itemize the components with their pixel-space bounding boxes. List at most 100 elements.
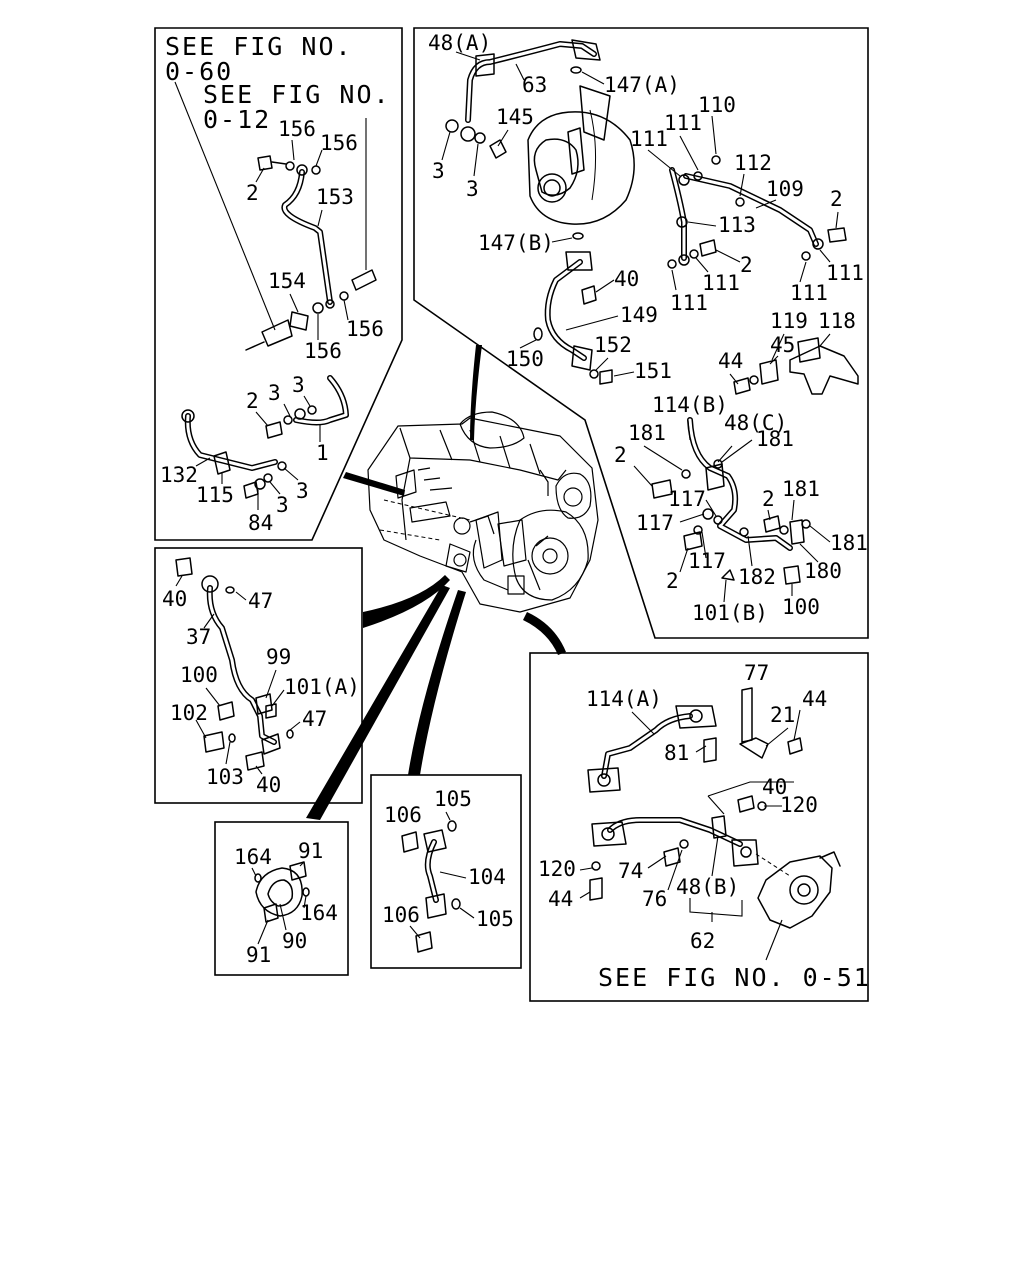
panel-small-b [370, 774, 522, 969]
part-callout: 164 [234, 845, 272, 869]
fig060-labels: 156 156 2 153 154 156 156 2 3 3 1 132 11… [160, 117, 384, 535]
part-callout: 2 [246, 181, 259, 205]
part-callout: 3 [466, 177, 479, 201]
part-callout: 156 [346, 317, 384, 341]
return-parts: 114(B) 181 48(C) 181 2 117 2 181 117 181… [614, 393, 868, 625]
part-callout: 132 [160, 463, 198, 487]
part-callout: 153 [316, 185, 354, 209]
ref-012-line1: SEE FIG NO. [203, 80, 391, 109]
part-callout: 91 [298, 839, 323, 863]
drain-labels: 40 47 37 99 100 101(A) 102 47 103 40 [162, 587, 360, 797]
part-callout: 114(A) [586, 687, 662, 711]
part-callout: 2 [740, 253, 753, 277]
part-callout: 1 [316, 441, 329, 465]
part-callout: 3 [296, 479, 309, 503]
part-callout: 164 [300, 901, 338, 925]
part-callout: 156 [278, 117, 316, 141]
part-callout: 181 [628, 421, 666, 445]
part-callout: 120 [780, 793, 818, 817]
part-callout: 100 [782, 595, 820, 619]
part-callout: 44 [718, 349, 743, 373]
part-callout: 117 [636, 511, 674, 535]
part-callout: 40 [256, 773, 281, 797]
part-callout: 118 [818, 309, 856, 333]
part-callout: 117 [668, 487, 706, 511]
part-callout: 3 [268, 381, 281, 405]
ref-060-line1: SEE FIG NO. [165, 32, 353, 61]
part-callout: 150 [506, 347, 544, 371]
part-callout: 40 [762, 775, 787, 799]
part-callout: 2 [246, 389, 259, 413]
panel-small-a [214, 821, 349, 976]
part-callout: 147(B) [478, 231, 554, 255]
ref-060-line2: 0-60 [165, 57, 233, 86]
part-callout: 103 [206, 765, 244, 789]
part-callout: 2 [762, 487, 775, 511]
part-callout: 154 [268, 269, 306, 293]
part-callout: 119 [770, 309, 808, 333]
part-callout: 147(A) [604, 73, 680, 97]
small-b-labels: 106 105 104 106 105 [382, 787, 514, 931]
part-callout: 40 [162, 587, 187, 611]
part-callout: 111 [790, 281, 828, 305]
part-callout: 113 [718, 213, 756, 237]
part-callout: 105 [476, 907, 514, 931]
part-callout: 151 [634, 359, 672, 383]
part-callout: 101(B) [692, 601, 768, 625]
part-callout: 117 [688, 549, 726, 573]
ref-012-line2: 0-12 [203, 105, 271, 134]
part-callout: 48(B) [676, 875, 739, 899]
part-callout: 3 [292, 373, 305, 397]
oil-labels: 77 44 114(A) 21 81 40 120 120 74 48(B) 7… [538, 661, 827, 953]
part-callout: 47 [248, 589, 273, 613]
part-callout: 91 [246, 943, 271, 967]
part-callout: 114(B) [652, 393, 728, 417]
part-callout: 81 [664, 741, 689, 765]
turbo-labels: 48(A) 63 147(A) 145 3 3 110 111 111 112 … [428, 31, 864, 383]
part-callout: 48(C) [724, 411, 787, 435]
part-callout: 115 [196, 483, 234, 507]
connector-wedges [306, 345, 566, 820]
part-callout: 111 [630, 127, 668, 151]
part-callout: 110 [698, 93, 736, 117]
part-callout: 149 [620, 303, 658, 327]
part-callout: 37 [186, 625, 211, 649]
part-callout: 181 [830, 531, 868, 555]
part-callout: 47 [302, 707, 327, 731]
ref-051: SEE FIG NO. 0-51 [598, 963, 871, 992]
part-callout: 106 [384, 803, 422, 827]
part-callout: 111 [670, 291, 708, 315]
part-callout: 74 [618, 859, 643, 883]
part-callout: 3 [432, 159, 445, 183]
part-callout: 111 [664, 111, 702, 135]
part-callout: 2 [614, 443, 627, 467]
small-b-parts: 106 105 104 106 105 [382, 787, 514, 953]
part-callout: 152 [594, 333, 632, 357]
part-callout: 156 [320, 131, 358, 155]
small-a-labels: 164 91 164 90 91 [234, 839, 338, 967]
fig060-parts: SEE FIG NO. 0-60 SEE FIG NO. 0-12 [160, 32, 391, 535]
part-callout: 44 [802, 687, 827, 711]
oil-parts: 77 44 114(A) 21 81 40 120 120 74 48(B) 7… [538, 661, 871, 992]
part-callout: 77 [744, 661, 769, 685]
part-callout: 181 [756, 427, 794, 451]
part-callout: 181 [782, 477, 820, 501]
part-callout: 62 [690, 929, 715, 953]
part-callout: 63 [522, 73, 547, 97]
part-callout: 145 [496, 105, 534, 129]
part-callout: 21 [770, 703, 795, 727]
part-callout: 90 [282, 929, 307, 953]
part-callout: 44 [548, 887, 573, 911]
part-callout: 101(A) [284, 675, 360, 699]
part-callout: 156 [304, 339, 342, 363]
part-callout: 84 [248, 511, 273, 535]
part-callout: 112 [734, 151, 772, 175]
part-callout: 99 [266, 645, 291, 669]
part-callout: 104 [468, 865, 506, 889]
part-callout: 102 [170, 701, 208, 725]
part-callout: 105 [434, 787, 472, 811]
part-callout: 40 [614, 267, 639, 291]
turbo-parts: 48(A) 63 147(A) 145 3 3 110 111 111 112 … [428, 31, 864, 395]
part-callout: 3 [276, 493, 289, 517]
